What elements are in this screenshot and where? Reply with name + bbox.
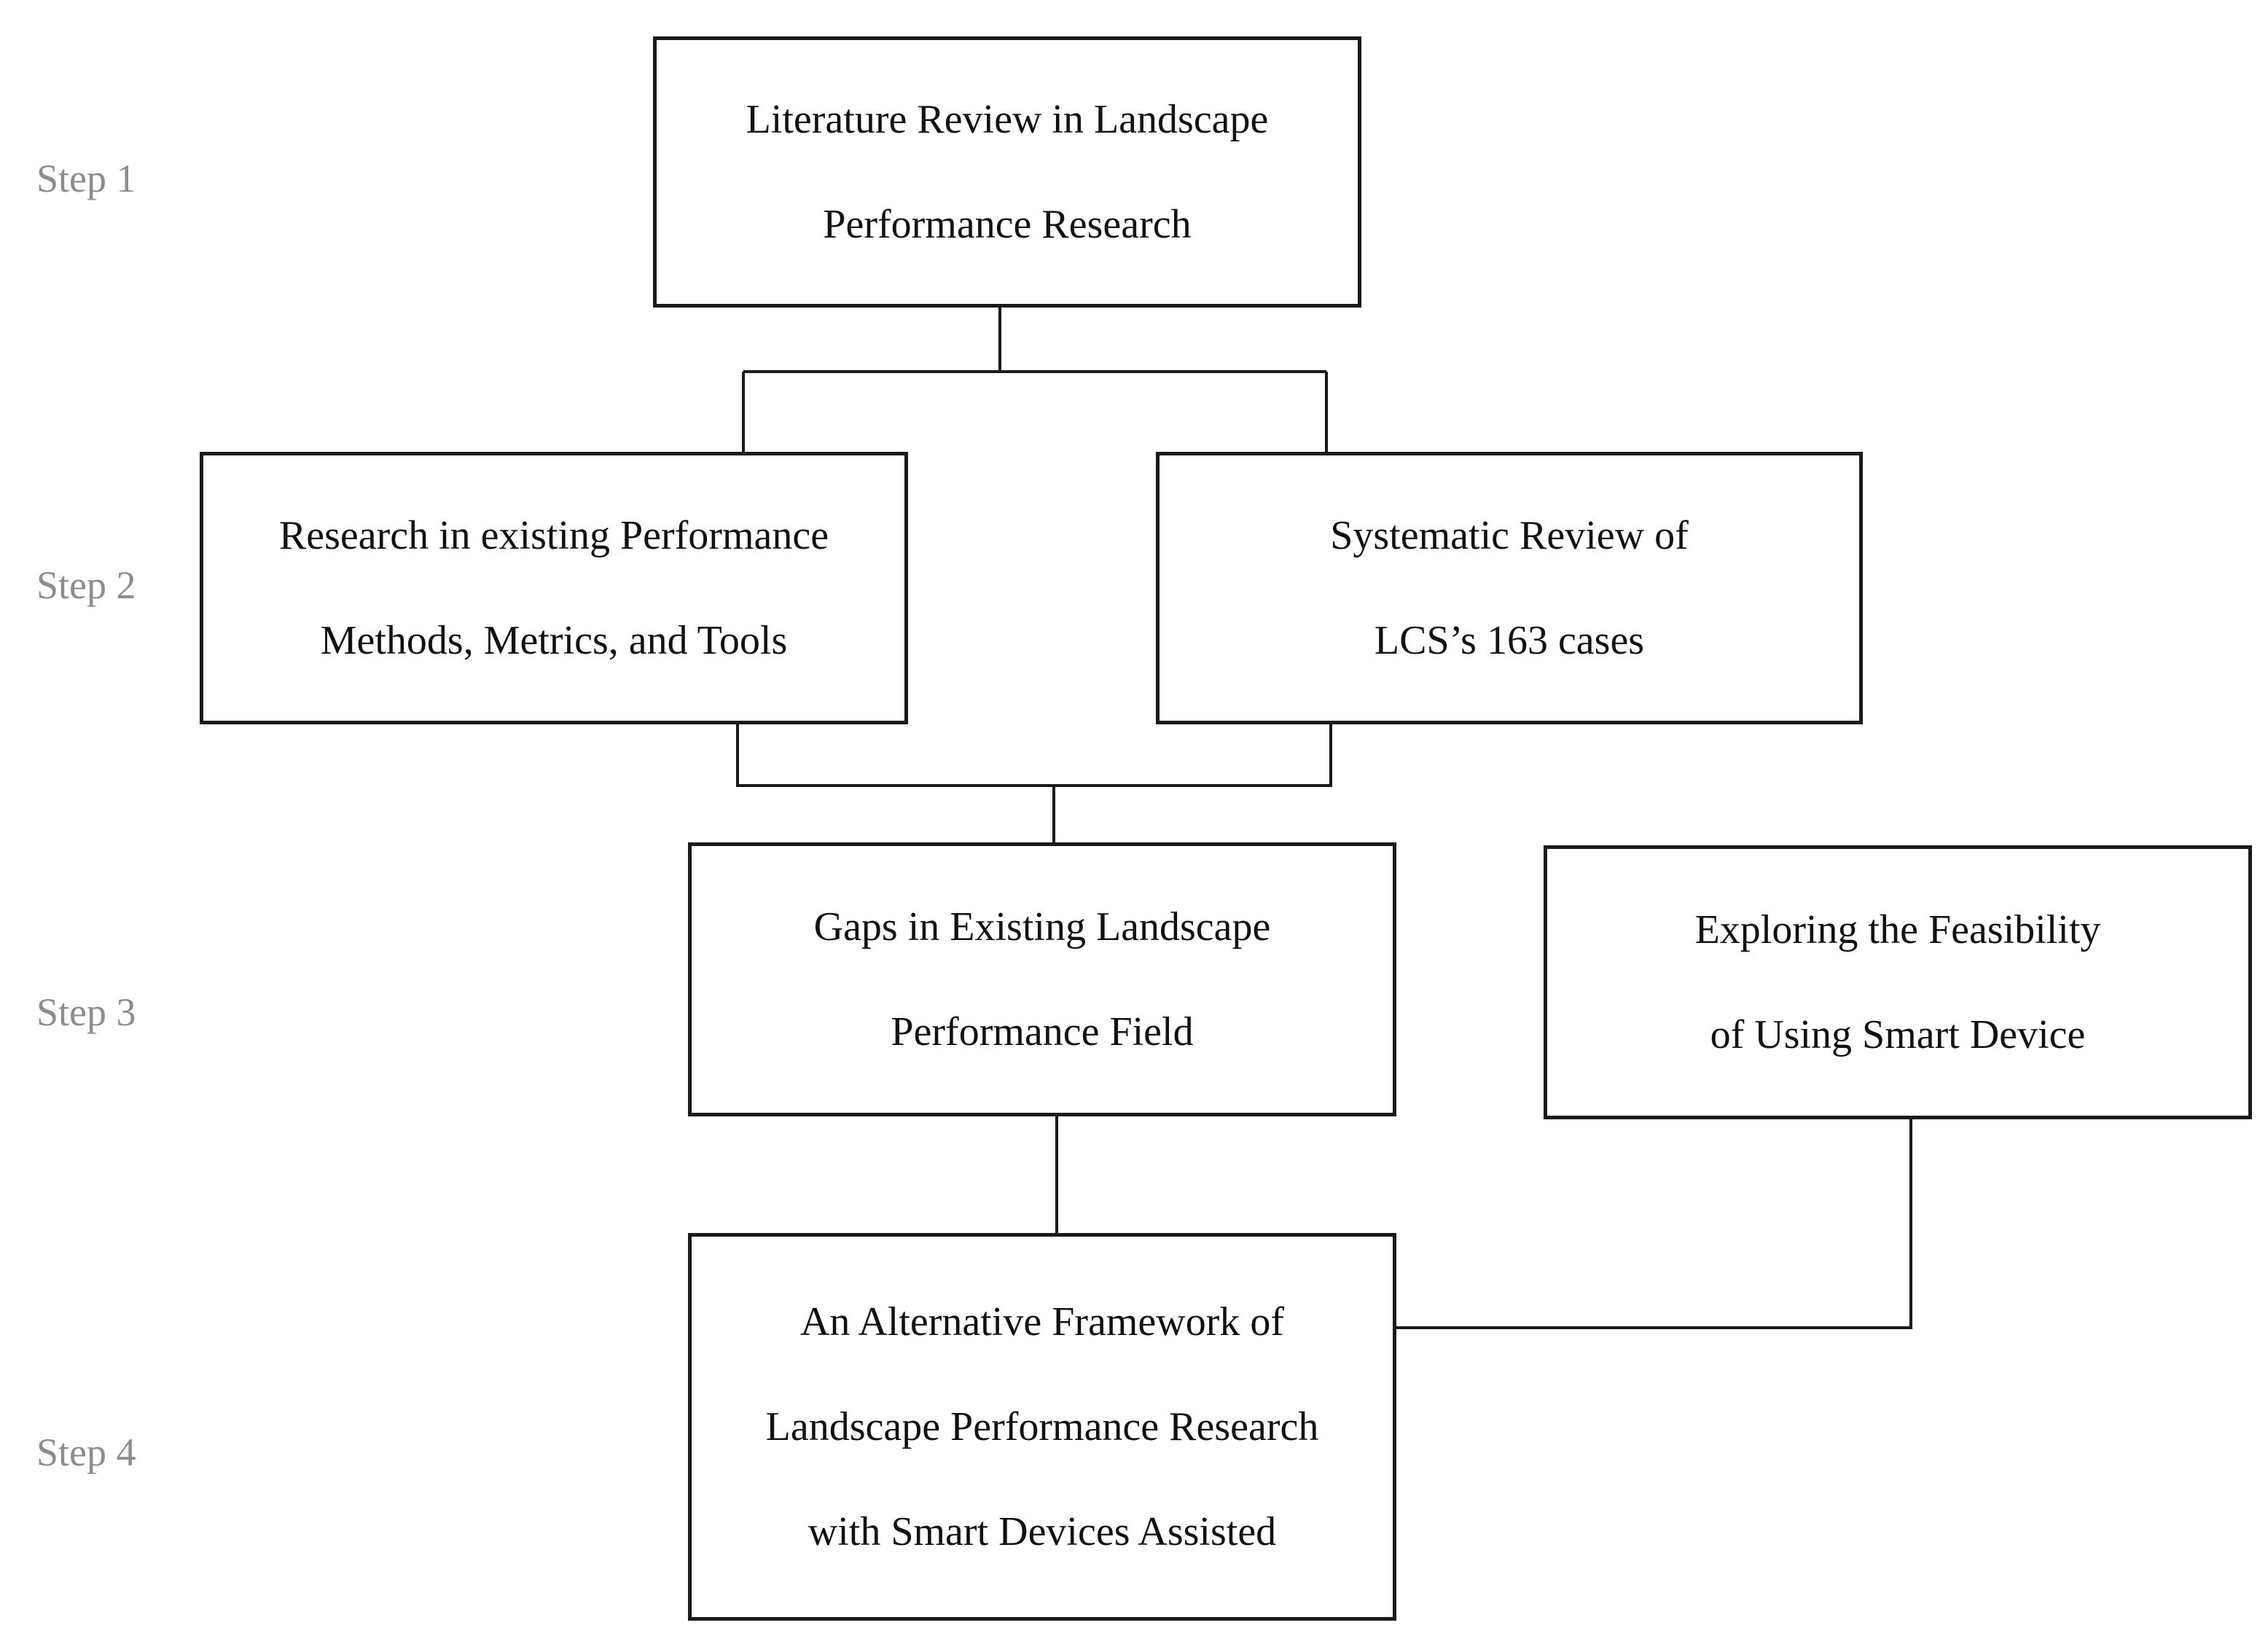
framework-box: An Alternative Framework of Landscape Pe… — [688, 1233, 1396, 1621]
box-text-line: An Alternative Framework of — [799, 1299, 1285, 1344]
step-1-label: Step 1 — [36, 157, 136, 200]
literature-review-box: Literature Review in Landscape Performan… — [653, 36, 1361, 308]
box-text-line: LCS’s 163 cases — [1374, 618, 1645, 663]
systematic-review-box: Systematic Review of LCS’s 163 cases — [1156, 452, 1863, 724]
connector-step1-to-step2 — [742, 306, 1328, 452]
box-text-line: with Smart Devices Assisted — [808, 1509, 1277, 1554]
gaps-box: Gaps in Existing Landscape Performance F… — [688, 842, 1396, 1116]
box-text-line: of Using Smart Device — [1710, 1012, 2086, 1057]
box-text-line: Methods, Metrics, and Tools — [320, 618, 788, 663]
box-text-line: Systematic Review of — [1330, 513, 1689, 558]
step-2-label: Step 2 — [36, 563, 136, 607]
box-text-line: Performance Research — [823, 202, 1192, 247]
box-text-line: Gaps in Existing Landscape — [813, 904, 1271, 950]
connector-feasibility-to-framework — [1395, 1118, 1912, 1329]
box-text-line: Performance Field — [891, 1009, 1194, 1054]
existing-methods-box: Research in existing Performance Methods… — [200, 452, 908, 724]
box-text-line: Research in existing Performance — [278, 513, 829, 558]
feasibility-box: Exploring the Feasibility of Using Smart… — [1544, 845, 2252, 1119]
box-text-line: Literature Review in Landscape — [746, 97, 1269, 142]
box-text-line: Landscape Performance Research — [765, 1404, 1319, 1449]
box-text-line: Exploring the Feasibility — [1694, 907, 2101, 952]
connector-step2-to-gaps — [736, 724, 1332, 844]
step-3-label: Step 3 — [36, 990, 136, 1034]
step-4-label: Step 4 — [36, 1430, 136, 1474]
